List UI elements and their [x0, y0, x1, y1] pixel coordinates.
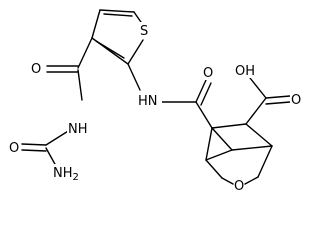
bond-carbonyl-o-center-1 — [195, 79, 207, 103]
urea-oxygen-label: O — [9, 141, 19, 156]
acid-oh-label: OH — [235, 64, 255, 79]
imide-nh-label: NH — [68, 122, 88, 137]
ether-bridge — [221, 176, 259, 185]
bond-urea-o-1 — [21, 143, 47, 146]
ether-oxygen-label: O — [234, 179, 244, 194]
bond-ring-c2-c3-double — [95, 40, 125, 59]
bond-ether-right — [244, 176, 259, 185]
bond-acid-o-1 — [265, 95, 291, 99]
bond-c3-carbonyl — [77, 37, 93, 69]
bond-cage-acid-c — [245, 97, 267, 125]
bond-carbonyl-bicycle — [195, 101, 213, 129]
bond-ring-c4-c5 — [99, 9, 135, 13]
bond-cage-1 — [211, 123, 247, 129]
bond-ether-left — [221, 177, 234, 185]
carbonyl-oxygen-center-label: O — [203, 66, 213, 81]
acid-oxygen-label: O — [291, 93, 301, 108]
bond-c2-nh — [127, 63, 141, 91]
bond-cage-4 — [205, 149, 233, 161]
bond-acid-o-2 — [265, 101, 291, 105]
amine-nh2-label: NH2 — [53, 166, 79, 183]
atom-labels: S O NH O NH2 HN O OH O O — [9, 22, 302, 194]
bond-acid-oh — [249, 77, 267, 99]
bond-carbonyl-nh — [77, 69, 83, 101]
bond-cage-8 — [211, 127, 233, 151]
amide-nh-label: HN — [138, 94, 158, 109]
carbonyl-oxygen-left-label: O — [31, 62, 41, 77]
bond-cage-7 — [257, 145, 273, 178]
bond-urea-o-2 — [21, 149, 47, 152]
sulfur-label: S — [140, 24, 148, 39]
bond-ring-c3-c4 — [91, 9, 101, 39]
bond-urea-nh2 — [45, 147, 57, 167]
bond-ring-s-c2 — [127, 39, 144, 65]
bond-carbonyl-o-center-2 — [200, 82, 212, 106]
bond-cage-2 — [205, 127, 213, 161]
molecule-structure: S O NH O NH2 HN O OH O O — [9, 9, 302, 194]
bond-cage-3 — [245, 123, 273, 147]
bond-cage-6 — [205, 159, 223, 179]
bond-ring-c4-c5-double — [103, 13, 133, 17]
bond-cage-5 — [231, 145, 273, 151]
